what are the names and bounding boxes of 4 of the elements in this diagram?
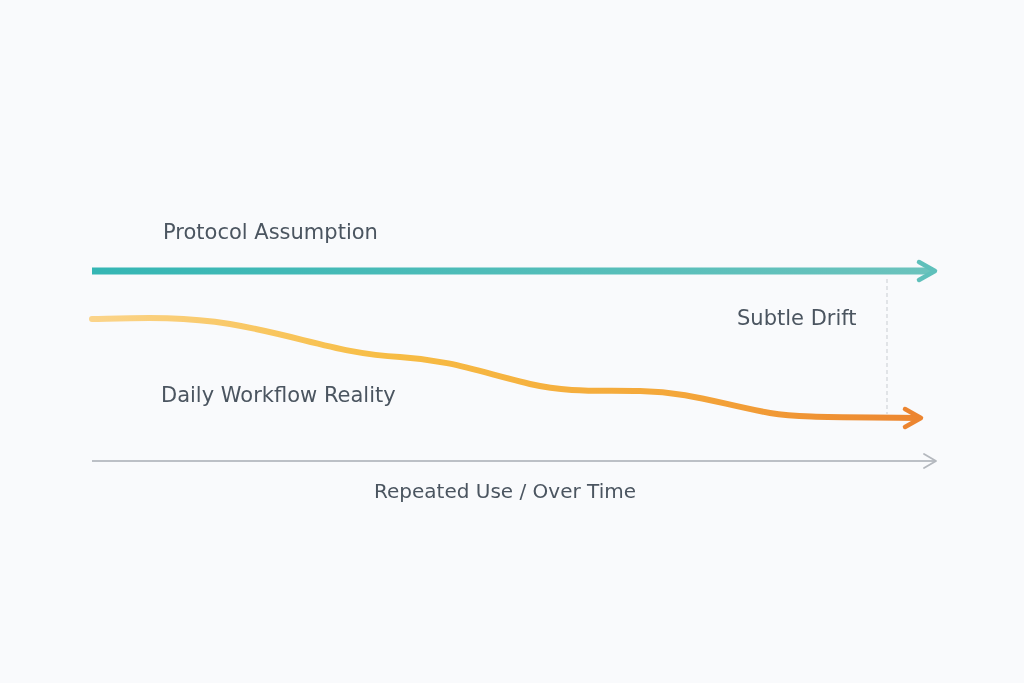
drift-label: Subtle Drift: [737, 306, 857, 332]
axis-label: Repeated Use / Over Time: [374, 479, 636, 503]
line-label: Daily Workflow Reality: [161, 383, 396, 409]
line-label: Protocol Assumption: [163, 220, 378, 246]
